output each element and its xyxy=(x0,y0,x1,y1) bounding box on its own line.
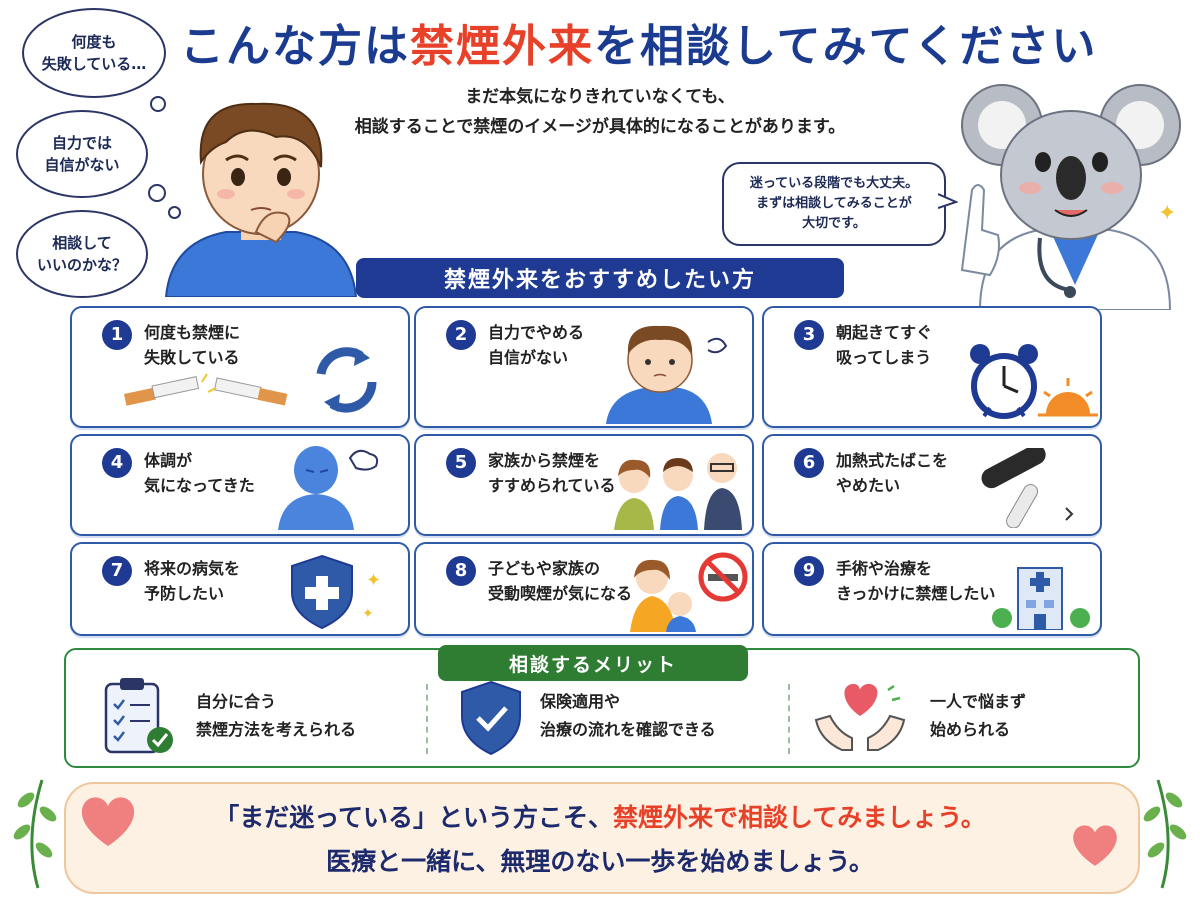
card-number: 5 xyxy=(446,448,476,478)
card-6: 6 加熱式たばこをやめたい xyxy=(762,434,1102,536)
check-shield-icon xyxy=(461,680,521,756)
svg-text:✦: ✦ xyxy=(366,570,381,591)
thought-dot xyxy=(150,96,166,112)
card-number: 6 xyxy=(794,448,824,478)
speech-bubble-tail xyxy=(938,193,958,209)
merit-item-1: 自分に合う禁煙方法を考えられる xyxy=(92,676,422,756)
page-title: こんな方は禁煙外来を相談してみてください xyxy=(180,21,1098,72)
title-highlight: 禁煙外来 xyxy=(410,21,594,72)
no-smoking-icon xyxy=(698,552,748,602)
checklist-clipboard-icon xyxy=(104,678,173,754)
merit-text: 保険適用や治療の流れを確認できる xyxy=(540,692,716,739)
card-1: 1 何度も禁煙に失敗している xyxy=(70,306,410,428)
heart-icon xyxy=(1073,825,1117,866)
banner-message-line2: 医療と一緒に、無理のない一歩を始めましょう。 xyxy=(326,847,874,876)
unwell-person-icon xyxy=(278,446,379,530)
mother-child-icon xyxy=(630,559,696,632)
merit-item-3: 一人で悩まず始められる xyxy=(812,676,1132,756)
worried-person-icon xyxy=(606,325,728,424)
card-number: 1 xyxy=(102,320,132,350)
svg-text:✦: ✦ xyxy=(1158,201,1176,226)
merit-divider xyxy=(788,684,790,754)
card-number: 4 xyxy=(102,448,132,478)
svg-text:✦: ✦ xyxy=(362,606,374,622)
hospital-icon xyxy=(992,567,1090,630)
card-number: 9 xyxy=(794,556,824,586)
sunrise-icon xyxy=(1038,378,1098,417)
heart-hands-icon xyxy=(814,683,906,751)
card-4: 4 体調が気になってきた xyxy=(70,434,410,536)
cycle-arrows-icon xyxy=(316,347,377,413)
card-7: 7 将来の病気を予防したい ✦ ✦ xyxy=(70,542,410,636)
card-number: 2 xyxy=(446,320,476,350)
section-header: 禁煙外来をおすすめしたい方 xyxy=(356,258,844,298)
card-2: 2 自力でやめる自信がない xyxy=(414,306,754,428)
card-number: 3 xyxy=(794,320,824,350)
card-8: 8 子どもや家族の受動喫煙が気になる xyxy=(414,542,754,636)
leaf-decoration-right xyxy=(1143,779,1187,889)
broken-cigarette-icon xyxy=(124,373,288,406)
subtitle: まだ本気になりきれていなくても、 相談することで禁煙のイメージが具体的になること… xyxy=(354,87,846,137)
card-text: 将来の病気を予防したい xyxy=(144,559,241,603)
merit-item-2: 保険適用や治療の流れを確認できる xyxy=(452,676,782,756)
heart-icon xyxy=(81,797,135,846)
banner-message-line1: 「まだ迷っている」という方こそ、禁煙外来で相談してみましょう。 xyxy=(214,803,986,832)
health-shield-icon: ✦ ✦ xyxy=(291,554,381,630)
merit-text: 一人で悩まず始められる xyxy=(930,692,1027,739)
card-text: 自力でやめる自信がない xyxy=(488,323,585,367)
heated-tobacco-icon xyxy=(981,448,1074,528)
thought-dot xyxy=(148,184,166,202)
merit-text: 自分に合う禁煙方法を考えられる xyxy=(196,692,357,739)
card-text: 体調が気になってきた xyxy=(144,451,255,495)
bottom-banner xyxy=(64,782,1140,894)
card-5: 5 家族から禁煙をすすめられている xyxy=(414,434,754,536)
card-text: 何度も禁煙に失敗している xyxy=(144,323,241,367)
worried-boy-illustration xyxy=(164,102,358,297)
thought-dot xyxy=(168,206,181,219)
card-number: 7 xyxy=(102,556,132,586)
card-9: 9 手術や治療をきっかけに禁煙したい xyxy=(762,542,1102,636)
card-3: 3 朝起きてすぐ吸ってしまう xyxy=(762,306,1102,428)
banner-highlight: 禁煙外来で相談してみましょう。 xyxy=(613,803,986,832)
alarm-clock-icon xyxy=(970,344,1038,419)
koala-doctor-illustration: ✦ xyxy=(960,84,1181,310)
thought-bubble-2: 自力では自信がない xyxy=(16,110,148,198)
card-text: 加熱式たばこをやめたい xyxy=(836,451,949,495)
card-text: 手術や治療をきっかけに禁煙したい xyxy=(836,559,996,603)
card-text: 家族から禁煙をすすめられている xyxy=(488,451,616,495)
thought-bubble-1: 何度も失敗している… xyxy=(22,8,166,98)
speech-bubble: 迷っている段階でも大丈夫。 まずは相談してみることが 大切です。 xyxy=(722,162,946,246)
card-text: 子どもや家族の受動喫煙が気になる xyxy=(488,559,633,603)
family-icon xyxy=(614,453,742,530)
leaf-decoration-left xyxy=(13,779,57,889)
merit-divider xyxy=(426,684,428,754)
card-text: 朝起きてすぐ吸ってしまう xyxy=(836,323,933,367)
merit-header: 相談するメリット xyxy=(438,645,748,681)
card-number: 8 xyxy=(446,556,476,586)
thought-bubble-3: 相談していいのかな？ xyxy=(16,210,148,298)
